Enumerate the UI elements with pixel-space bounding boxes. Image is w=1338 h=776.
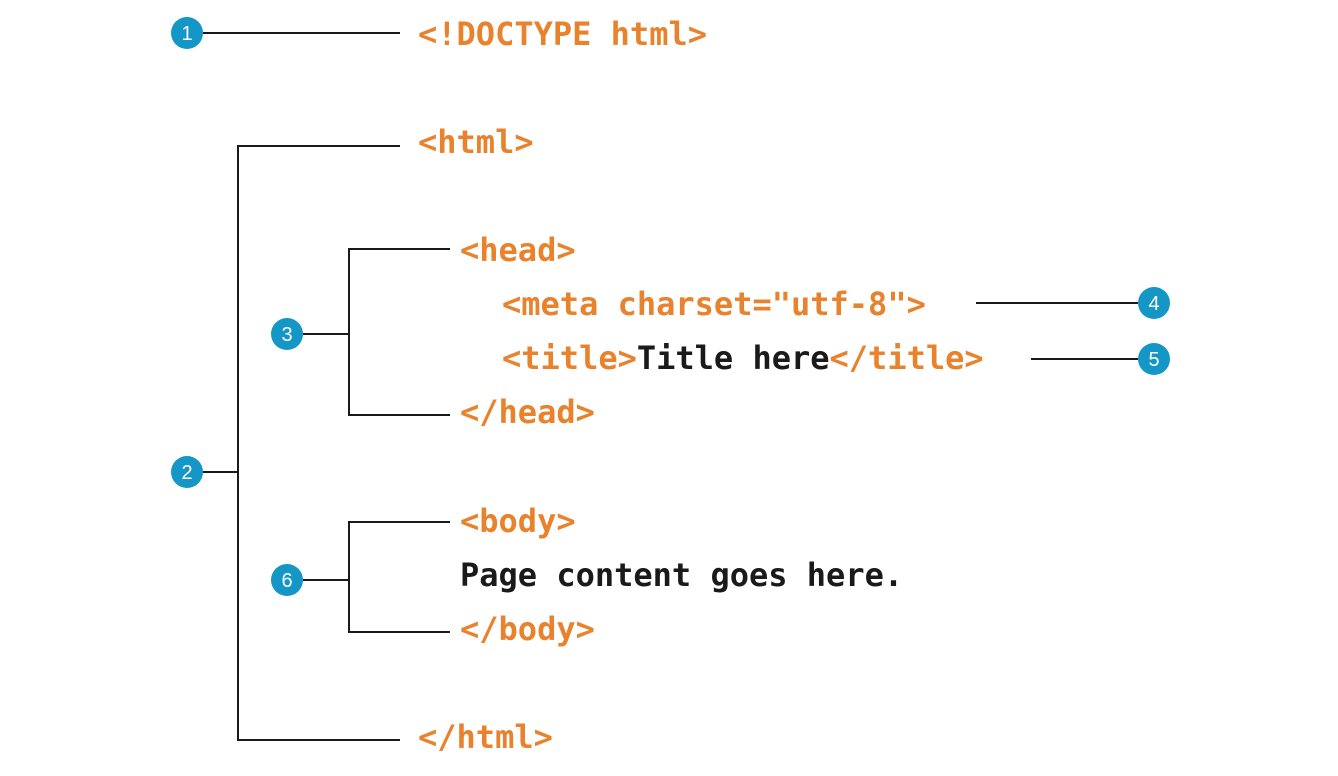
code-html-close: </html> <box>418 718 553 756</box>
code-body-open: <body> <box>460 502 576 540</box>
callout-5-label: 5 <box>1148 349 1159 371</box>
code-head-close: </head> <box>460 393 595 431</box>
callout-4-marker <box>1138 287 1170 319</box>
callout-1-marker <box>171 17 203 49</box>
callout-6-label: 6 <box>281 570 292 592</box>
code-head-open: <head> <box>460 231 576 269</box>
code-title-open: <title> <box>502 339 637 377</box>
code-doctype: <!DOCTYPE html> <box>418 15 707 53</box>
code-html-open: <html> <box>418 123 534 161</box>
callout-5-marker <box>1138 343 1170 375</box>
code-title-close: </title> <box>829 339 984 377</box>
callout-2-label: 2 <box>181 462 192 484</box>
code-title-text: Title here <box>636 339 830 377</box>
code-title-line: <title>Title here</title> <box>502 338 984 378</box>
callout-3-marker <box>271 318 303 350</box>
callout-4-label: 4 <box>1148 293 1159 315</box>
bracket-body <box>303 521 450 633</box>
code-body-text: Page content goes here. <box>460 556 904 594</box>
callout-2-marker <box>171 456 203 488</box>
callout-6-marker <box>271 564 303 596</box>
callout-1-label: 1 <box>181 23 192 45</box>
code-body-close: </body> <box>460 610 595 648</box>
callout-3-label: 3 <box>281 324 292 346</box>
bracket-html <box>203 145 400 741</box>
bracket-head <box>303 248 450 416</box>
code-meta: <meta charset="utf-8"> <box>502 285 926 323</box>
